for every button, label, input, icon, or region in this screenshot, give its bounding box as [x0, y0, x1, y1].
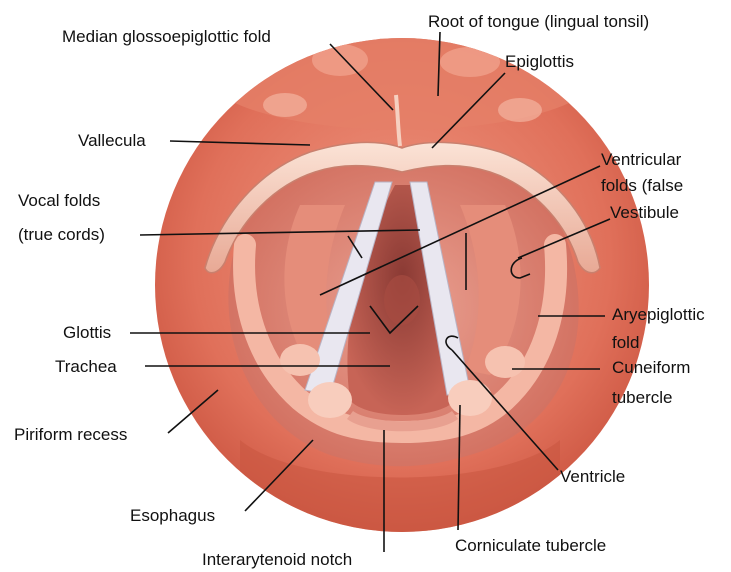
label-cuneiform-tubercle-line2: tubercle	[612, 388, 672, 407]
larynx-illustration	[155, 10, 649, 540]
label-trachea: Trachea	[55, 357, 117, 376]
label-cuneiform-tubercle-line1: Cuneiform	[612, 358, 690, 377]
label-piriform-recess: Piriform recess	[14, 425, 127, 444]
corniculate-tubercle-left	[308, 382, 352, 418]
label-ventricle: Ventricle	[560, 467, 625, 486]
cuneiform-tubercle-right	[485, 346, 525, 378]
label-aryepiglottic-fold-line1: Aryepiglottic	[612, 305, 705, 324]
label-ventricular-folds-line2: folds (false	[601, 176, 683, 195]
corniculate-tubercle-right	[448, 380, 492, 416]
label-aryepiglottic-fold-line2: fold	[612, 333, 639, 352]
label-median-glossoepiglottic-fold: Median glossoepiglottic fold	[62, 27, 271, 46]
cuneiform-tubercle-left	[280, 344, 320, 376]
label-corniculate-tubercle: Corniculate tubercle	[455, 536, 606, 555]
label-vestibule: Vestibule	[610, 203, 679, 222]
label-vocal-folds-line1: Vocal folds	[18, 191, 100, 210]
label-interarytenoid-notch: Interarytenoid notch	[202, 550, 352, 569]
label-root-of-tongue: Root of tongue (lingual tonsil)	[428, 12, 649, 31]
label-ventricular-folds-line1: Ventricular	[601, 150, 682, 169]
label-glottis: Glottis	[63, 323, 111, 342]
label-esophagus: Esophagus	[130, 506, 215, 525]
label-epiglottis: Epiglottis	[505, 52, 574, 71]
label-vocal-folds-line2: (true cords)	[18, 225, 105, 244]
label-vallecula: Vallecula	[78, 131, 146, 150]
